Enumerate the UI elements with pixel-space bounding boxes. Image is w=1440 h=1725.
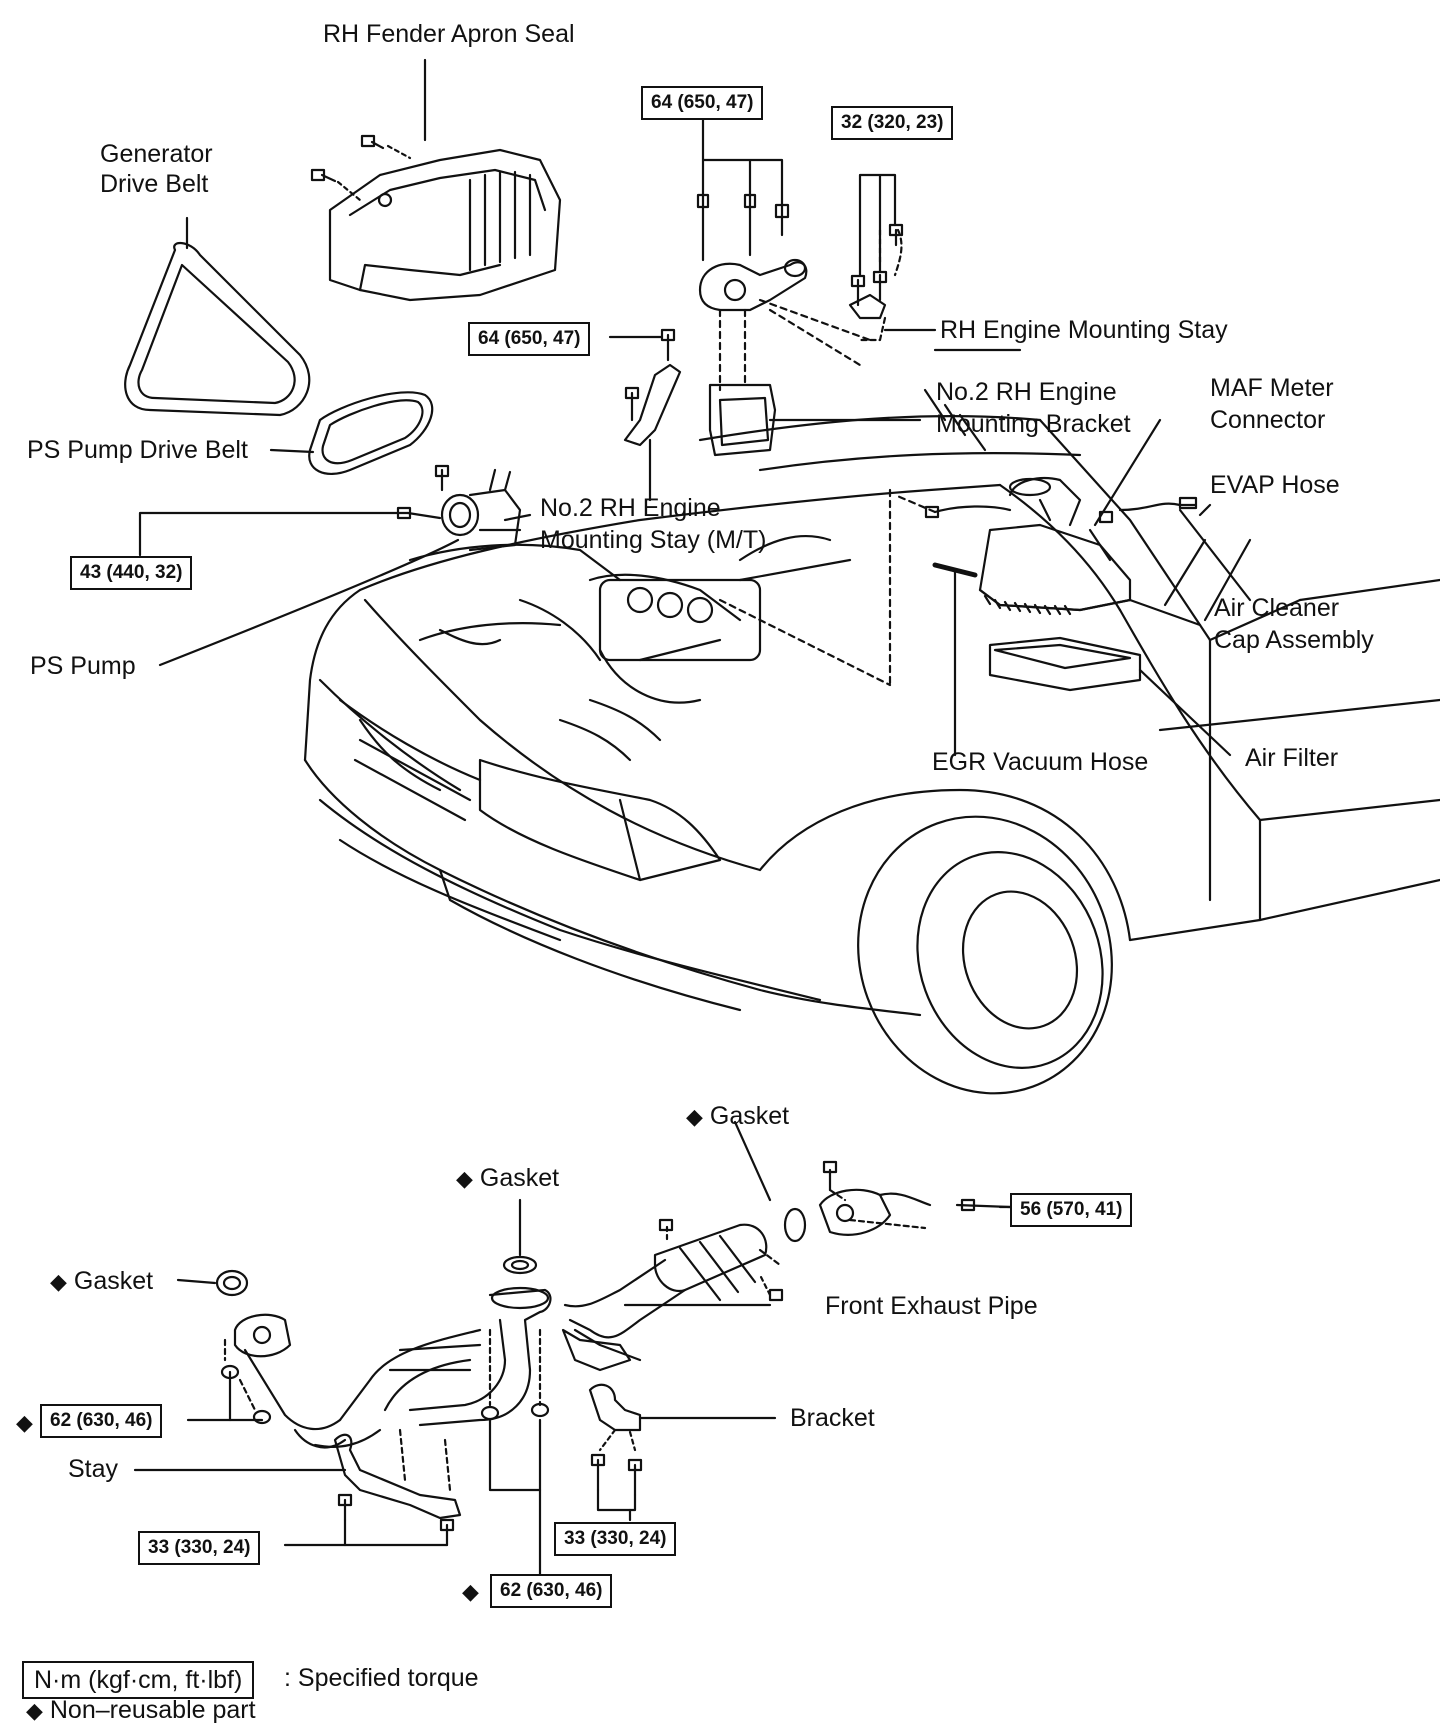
label-generator-drive-belt-line2: Drive Belt: [100, 170, 209, 198]
air-cleaner: [718, 388, 1252, 757]
label-no2-rh-engine-mounting-stay-line1: No.2 RH Engine: [540, 494, 721, 522]
rh-fender-apron-seal: [310, 58, 562, 302]
rh-engine-mount-assembly: [608, 108, 937, 502]
torque-box-64-top: 64 (650, 47): [641, 86, 764, 120]
legend-torque-unit-box: N·m (kgf·cm, ft·lbf): [22, 1661, 255, 1699]
legend-non-reusable: ◆ Non–reusable part: [26, 1696, 256, 1725]
label-ps-pump: PS Pump: [30, 652, 136, 680]
non-reusable-diamond-icon: ◆: [456, 1166, 473, 1191]
torque-box-62-bottom: 62 (630, 46): [490, 1574, 613, 1608]
torque-box-56: 56 (570, 41): [1010, 1193, 1133, 1227]
non-reusable-diamond-icon: ◆: [462, 1579, 479, 1604]
non-reusable-diamond-icon: ◆: [26, 1698, 43, 1723]
label-ps-pump-drive-belt: PS Pump Drive Belt: [27, 436, 248, 464]
label-maf-meter-connector-line2: Connector: [1210, 406, 1326, 434]
label-generator-drive-belt-line1: Generator: [100, 140, 213, 168]
label-air-cleaner-cap-line2: Cap Assembly: [1214, 626, 1374, 654]
label-gasket-left: ◆ Gasket: [50, 1267, 153, 1296]
car-body-outline: [303, 414, 1440, 1095]
label-gasket-mid: ◆ Gasket: [456, 1164, 559, 1193]
ps-pump-drive-belt: [269, 391, 434, 475]
non-reusable-diamond-icon: ◆: [16, 1410, 33, 1435]
legend-torque-unit-text: : Specified torque: [284, 1664, 479, 1692]
torque-box-64-mid: 64 (650, 47): [468, 322, 591, 356]
engine-bay: [408, 535, 852, 762]
non-reusable-diamond-icon: ◆: [686, 1104, 703, 1129]
label-no2-rh-engine-mounting-stay-line2: Mounting Stay (M/T): [540, 526, 767, 554]
gasket-left-text: Gasket: [73, 1267, 154, 1295]
gasket-mid-text: Gasket: [479, 1164, 560, 1192]
label-bracket: Bracket: [790, 1404, 875, 1432]
non-reusable-diamond-icon: ◆: [50, 1269, 67, 1294]
label-evap-hose: EVAP Hose: [1210, 471, 1340, 499]
label-no2-rh-engine-mounting-bracket-line2: Mounting Bracket: [936, 410, 1131, 438]
label-stay: Stay: [68, 1455, 119, 1483]
label-maf-meter-connector-line1: MAF Meter: [1210, 374, 1334, 402]
label-air-cleaner-cap-line1: Air Cleaner: [1214, 594, 1340, 622]
gasket-top-text: Gasket: [709, 1102, 790, 1130]
generator-drive-belt: [124, 216, 311, 417]
ps-pump: [138, 464, 532, 667]
label-no2-rh-engine-mounting-bracket-line1: No.2 RH Engine: [936, 378, 1117, 406]
exhaust-assembly: [133, 1120, 1012, 1587]
torque-box-32: 32 (320, 23): [831, 106, 954, 140]
label-air-filter: Air Filter: [1245, 744, 1339, 772]
torque-box-33-left: 33 (330, 24): [138, 1531, 261, 1565]
legend-non-reusable-text: Non–reusable part: [49, 1696, 256, 1724]
torque-box-62-left: 62 (630, 46): [40, 1404, 163, 1438]
label-rh-engine-mounting-stay: RH Engine Mounting Stay: [940, 316, 1228, 344]
label-egr-vacuum-hose: EGR Vacuum Hose: [932, 748, 1149, 776]
label-front-exhaust-pipe: Front Exhaust Pipe: [825, 1292, 1038, 1320]
label-rh-fender-apron-seal: RH Fender Apron Seal: [323, 20, 575, 48]
label-gasket-top: ◆ Gasket: [686, 1102, 789, 1131]
torque-box-43: 43 (440, 32): [70, 556, 193, 590]
torque-box-33-right: 33 (330, 24): [554, 1522, 677, 1556]
